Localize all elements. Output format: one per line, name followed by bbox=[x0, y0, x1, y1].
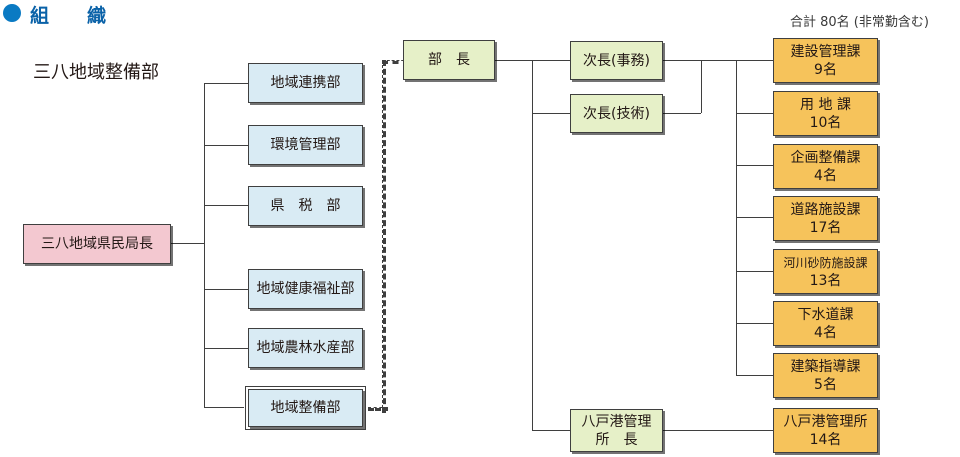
section-staff: 14名 bbox=[809, 431, 842, 448]
department-box: 環境管理部 bbox=[248, 125, 363, 165]
department-box: 地域農林水産部 bbox=[248, 328, 363, 368]
section-staff: 5名 bbox=[814, 376, 837, 393]
section-staff: 13名 bbox=[809, 272, 842, 289]
section-box: 八戸港管理所 14名 bbox=[773, 408, 878, 453]
org-name: 三八地域整備部 bbox=[33, 62, 159, 83]
port-manager-box: 八戸港管理 所 長 bbox=[570, 409, 663, 452]
section-name: 企画整備課 bbox=[790, 149, 861, 166]
section-name: 道路施設課 bbox=[790, 201, 861, 218]
department-box: 地域健康福祉部 bbox=[248, 269, 363, 309]
director-box: 三八地域県民局長 bbox=[23, 224, 171, 264]
section-staff: 4名 bbox=[814, 324, 837, 341]
total-staff-note: 合計 80名 (非常勤含む) bbox=[790, 15, 929, 30]
department-box: 県 税 部 bbox=[248, 186, 363, 226]
section-box: 河川砂防施設課 13名 bbox=[773, 249, 878, 294]
section-box: 建築指導課 5名 bbox=[773, 353, 878, 398]
section-staff: 4名 bbox=[814, 167, 837, 184]
head-box: 部 長 bbox=[403, 40, 495, 80]
department-box: 地域連携部 bbox=[248, 63, 363, 103]
department-box-highlighted: 地域整備部 bbox=[245, 386, 366, 430]
section-staff: 10名 bbox=[809, 114, 842, 131]
section-name: 八戸港管理所 bbox=[783, 413, 868, 430]
section-box: 用 地 課 10名 bbox=[773, 91, 878, 136]
section-staff: 17名 bbox=[809, 219, 842, 236]
section-staff: 9名 bbox=[814, 61, 837, 78]
section-box: 建設管理課 9名 bbox=[773, 38, 878, 83]
section-name: 河川砂防施設課 bbox=[783, 255, 868, 270]
deputy-box: 次長(事務) bbox=[570, 41, 663, 80]
section-name: 用 地 課 bbox=[800, 96, 851, 113]
section-box: 企画整備課 4名 bbox=[773, 144, 878, 189]
section-box: 下水道課 4名 bbox=[773, 301, 878, 346]
section-name: 建設管理課 bbox=[790, 43, 861, 60]
section-name: 下水道課 bbox=[797, 306, 854, 323]
section-name: 建築指導課 bbox=[790, 358, 861, 375]
page-title: 組 織 bbox=[30, 5, 107, 27]
title-bullet-icon bbox=[3, 4, 21, 22]
deputy-box: 次長(技術) bbox=[570, 94, 663, 133]
section-box: 道路施設課 17名 bbox=[773, 196, 878, 241]
